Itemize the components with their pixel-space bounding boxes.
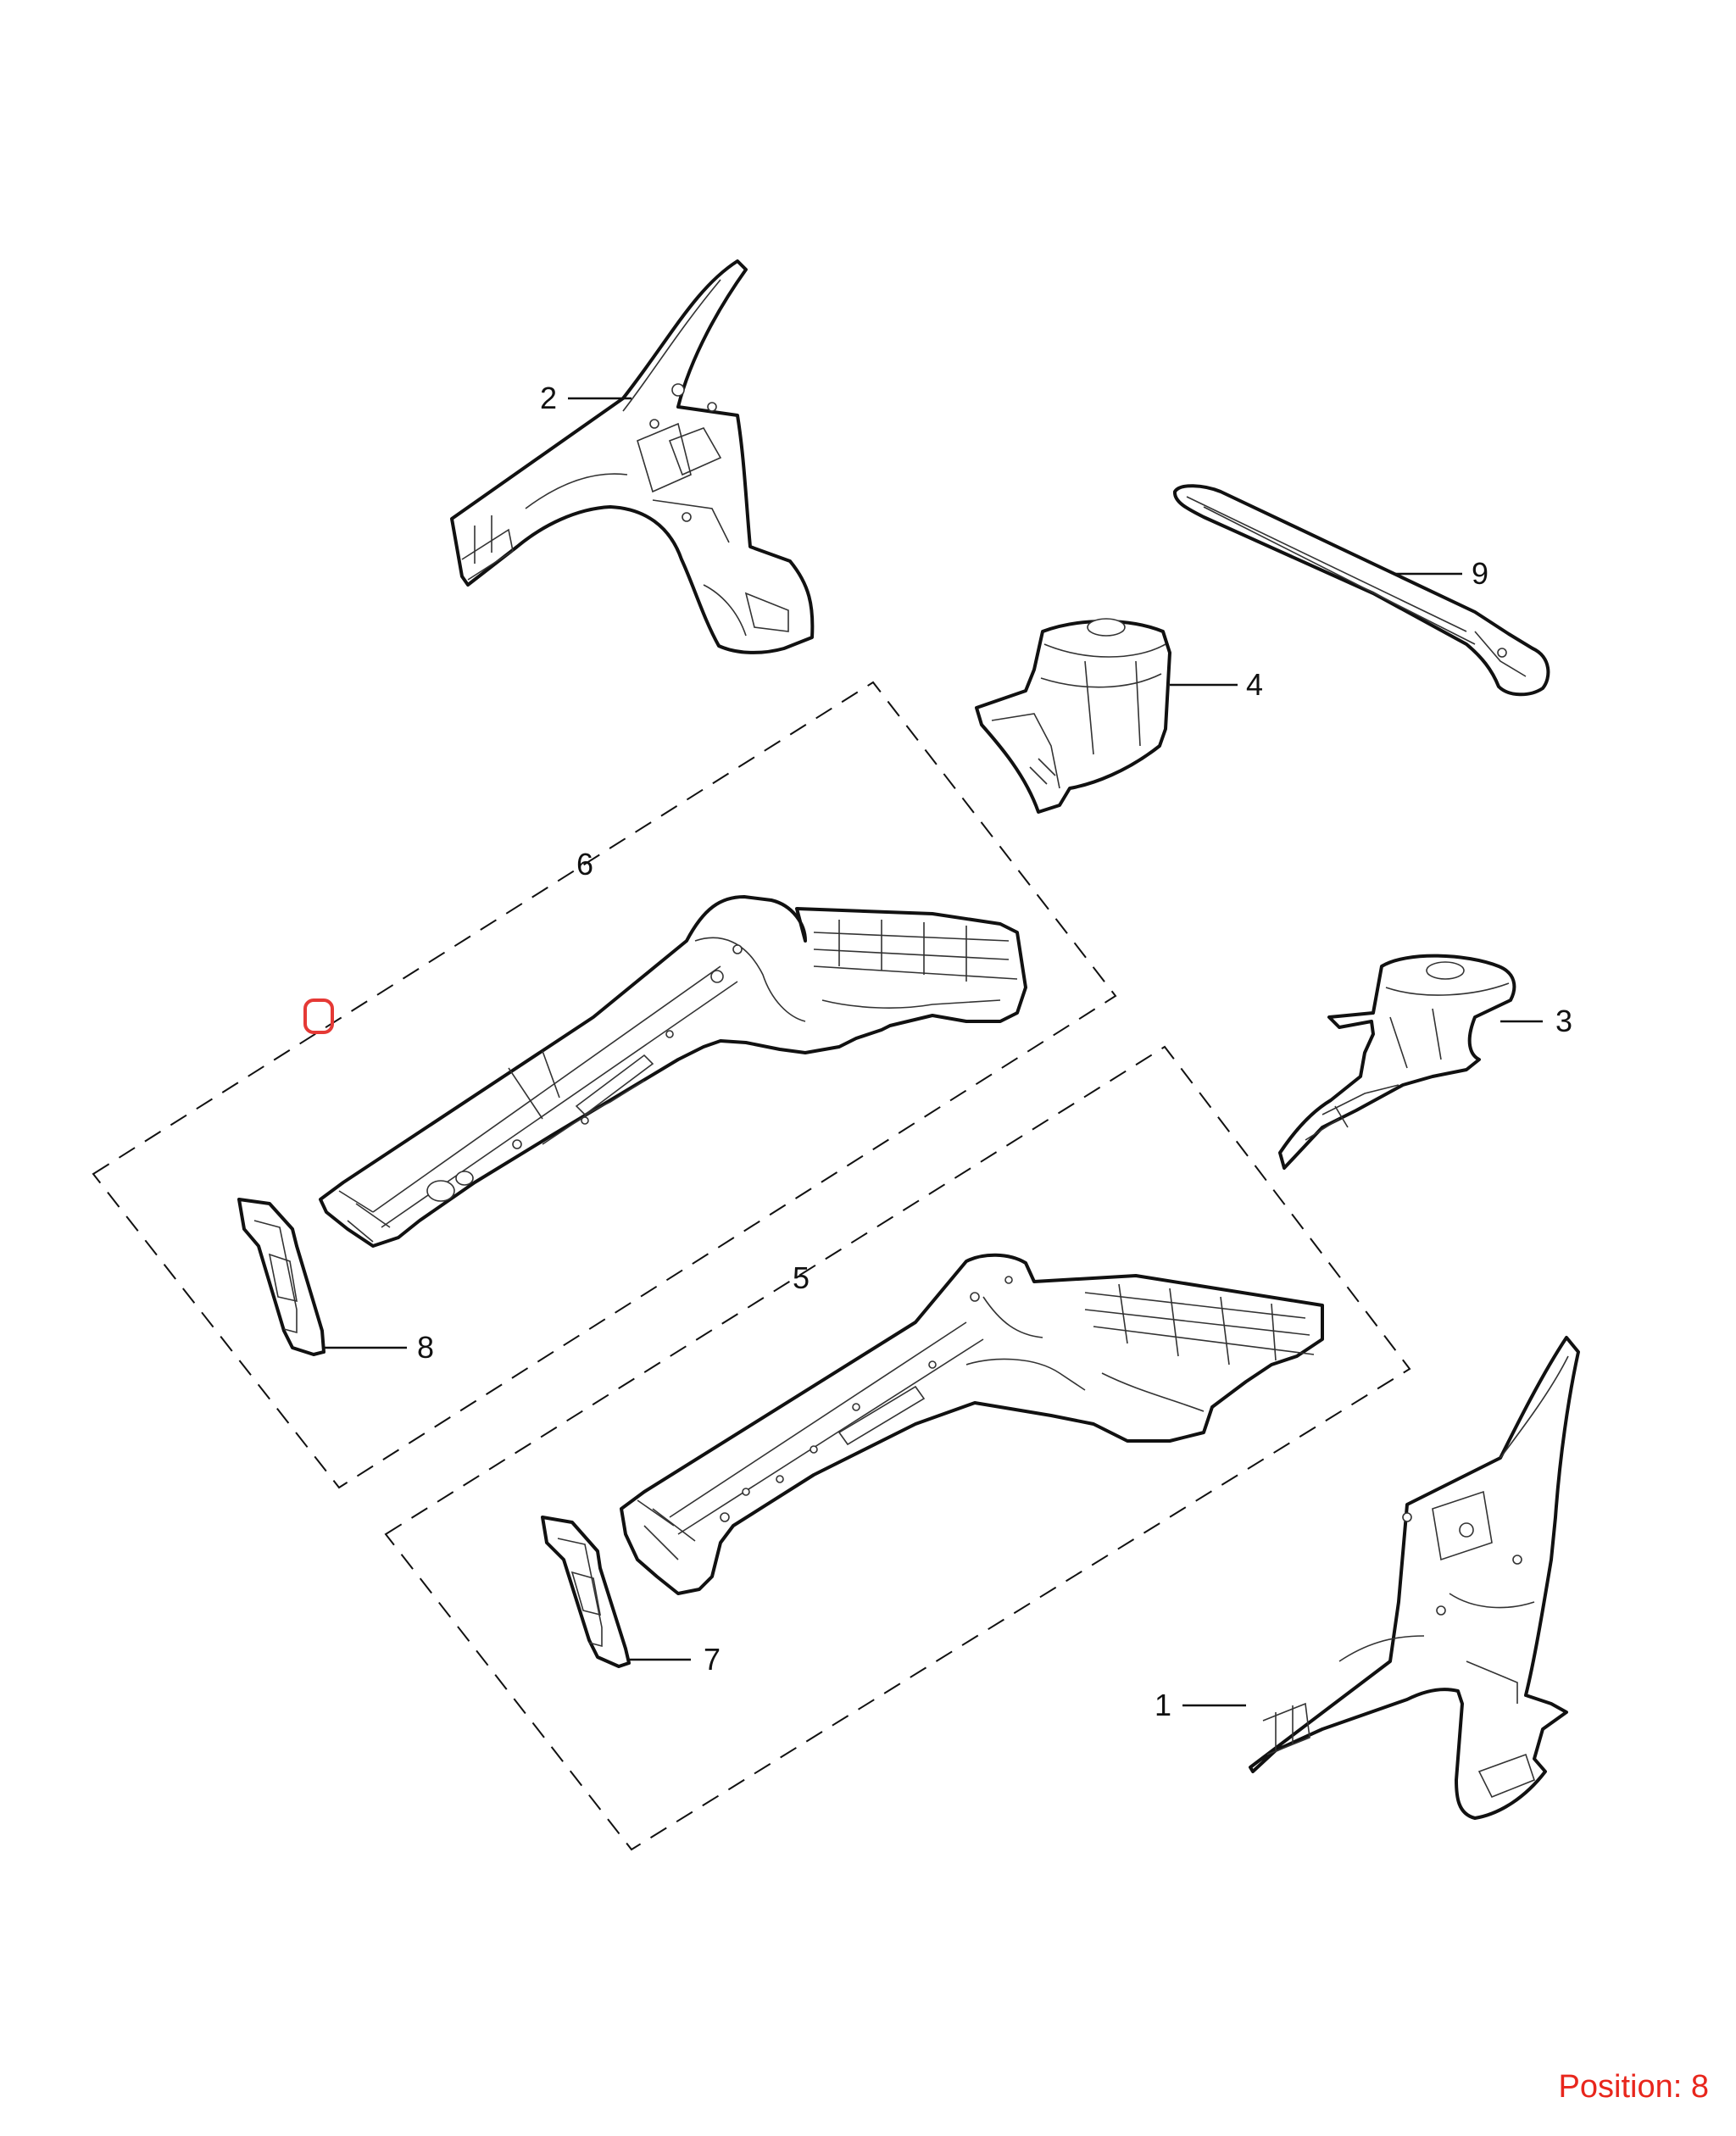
part-5-side-member[interactable] xyxy=(620,1253,1324,1595)
callout-1: 1 xyxy=(1155,1688,1171,1722)
callout-6: 6 xyxy=(576,847,593,882)
rounded-square-marker-icon xyxy=(303,998,334,1034)
callout-2: 2 xyxy=(540,381,557,415)
part-2-pillar-panel[interactable] xyxy=(450,259,815,654)
callout-7: 7 xyxy=(704,1642,721,1677)
part-8-plate[interactable] xyxy=(237,1198,326,1356)
callout-9: 9 xyxy=(1472,556,1488,591)
callout-5: 5 xyxy=(793,1260,810,1295)
part-7-plate[interactable] xyxy=(541,1516,631,1668)
callout-4: 4 xyxy=(1246,667,1263,702)
part-9-bracket[interactable] xyxy=(1173,484,1550,697)
part-1-pillar-panel[interactable] xyxy=(1249,1336,1580,1820)
part-6-side-member[interactable] xyxy=(319,895,1027,1248)
part-3-bracket[interactable] xyxy=(1278,954,1516,1170)
position-label: Position: 8 xyxy=(1558,2069,1709,2105)
callout-8: 8 xyxy=(417,1330,434,1365)
group-box-5 xyxy=(384,1045,1411,1851)
group-box-6 xyxy=(92,681,1117,1489)
callout-3: 3 xyxy=(1555,1004,1572,1038)
part-4-tower-bracket[interactable] xyxy=(975,618,1171,814)
